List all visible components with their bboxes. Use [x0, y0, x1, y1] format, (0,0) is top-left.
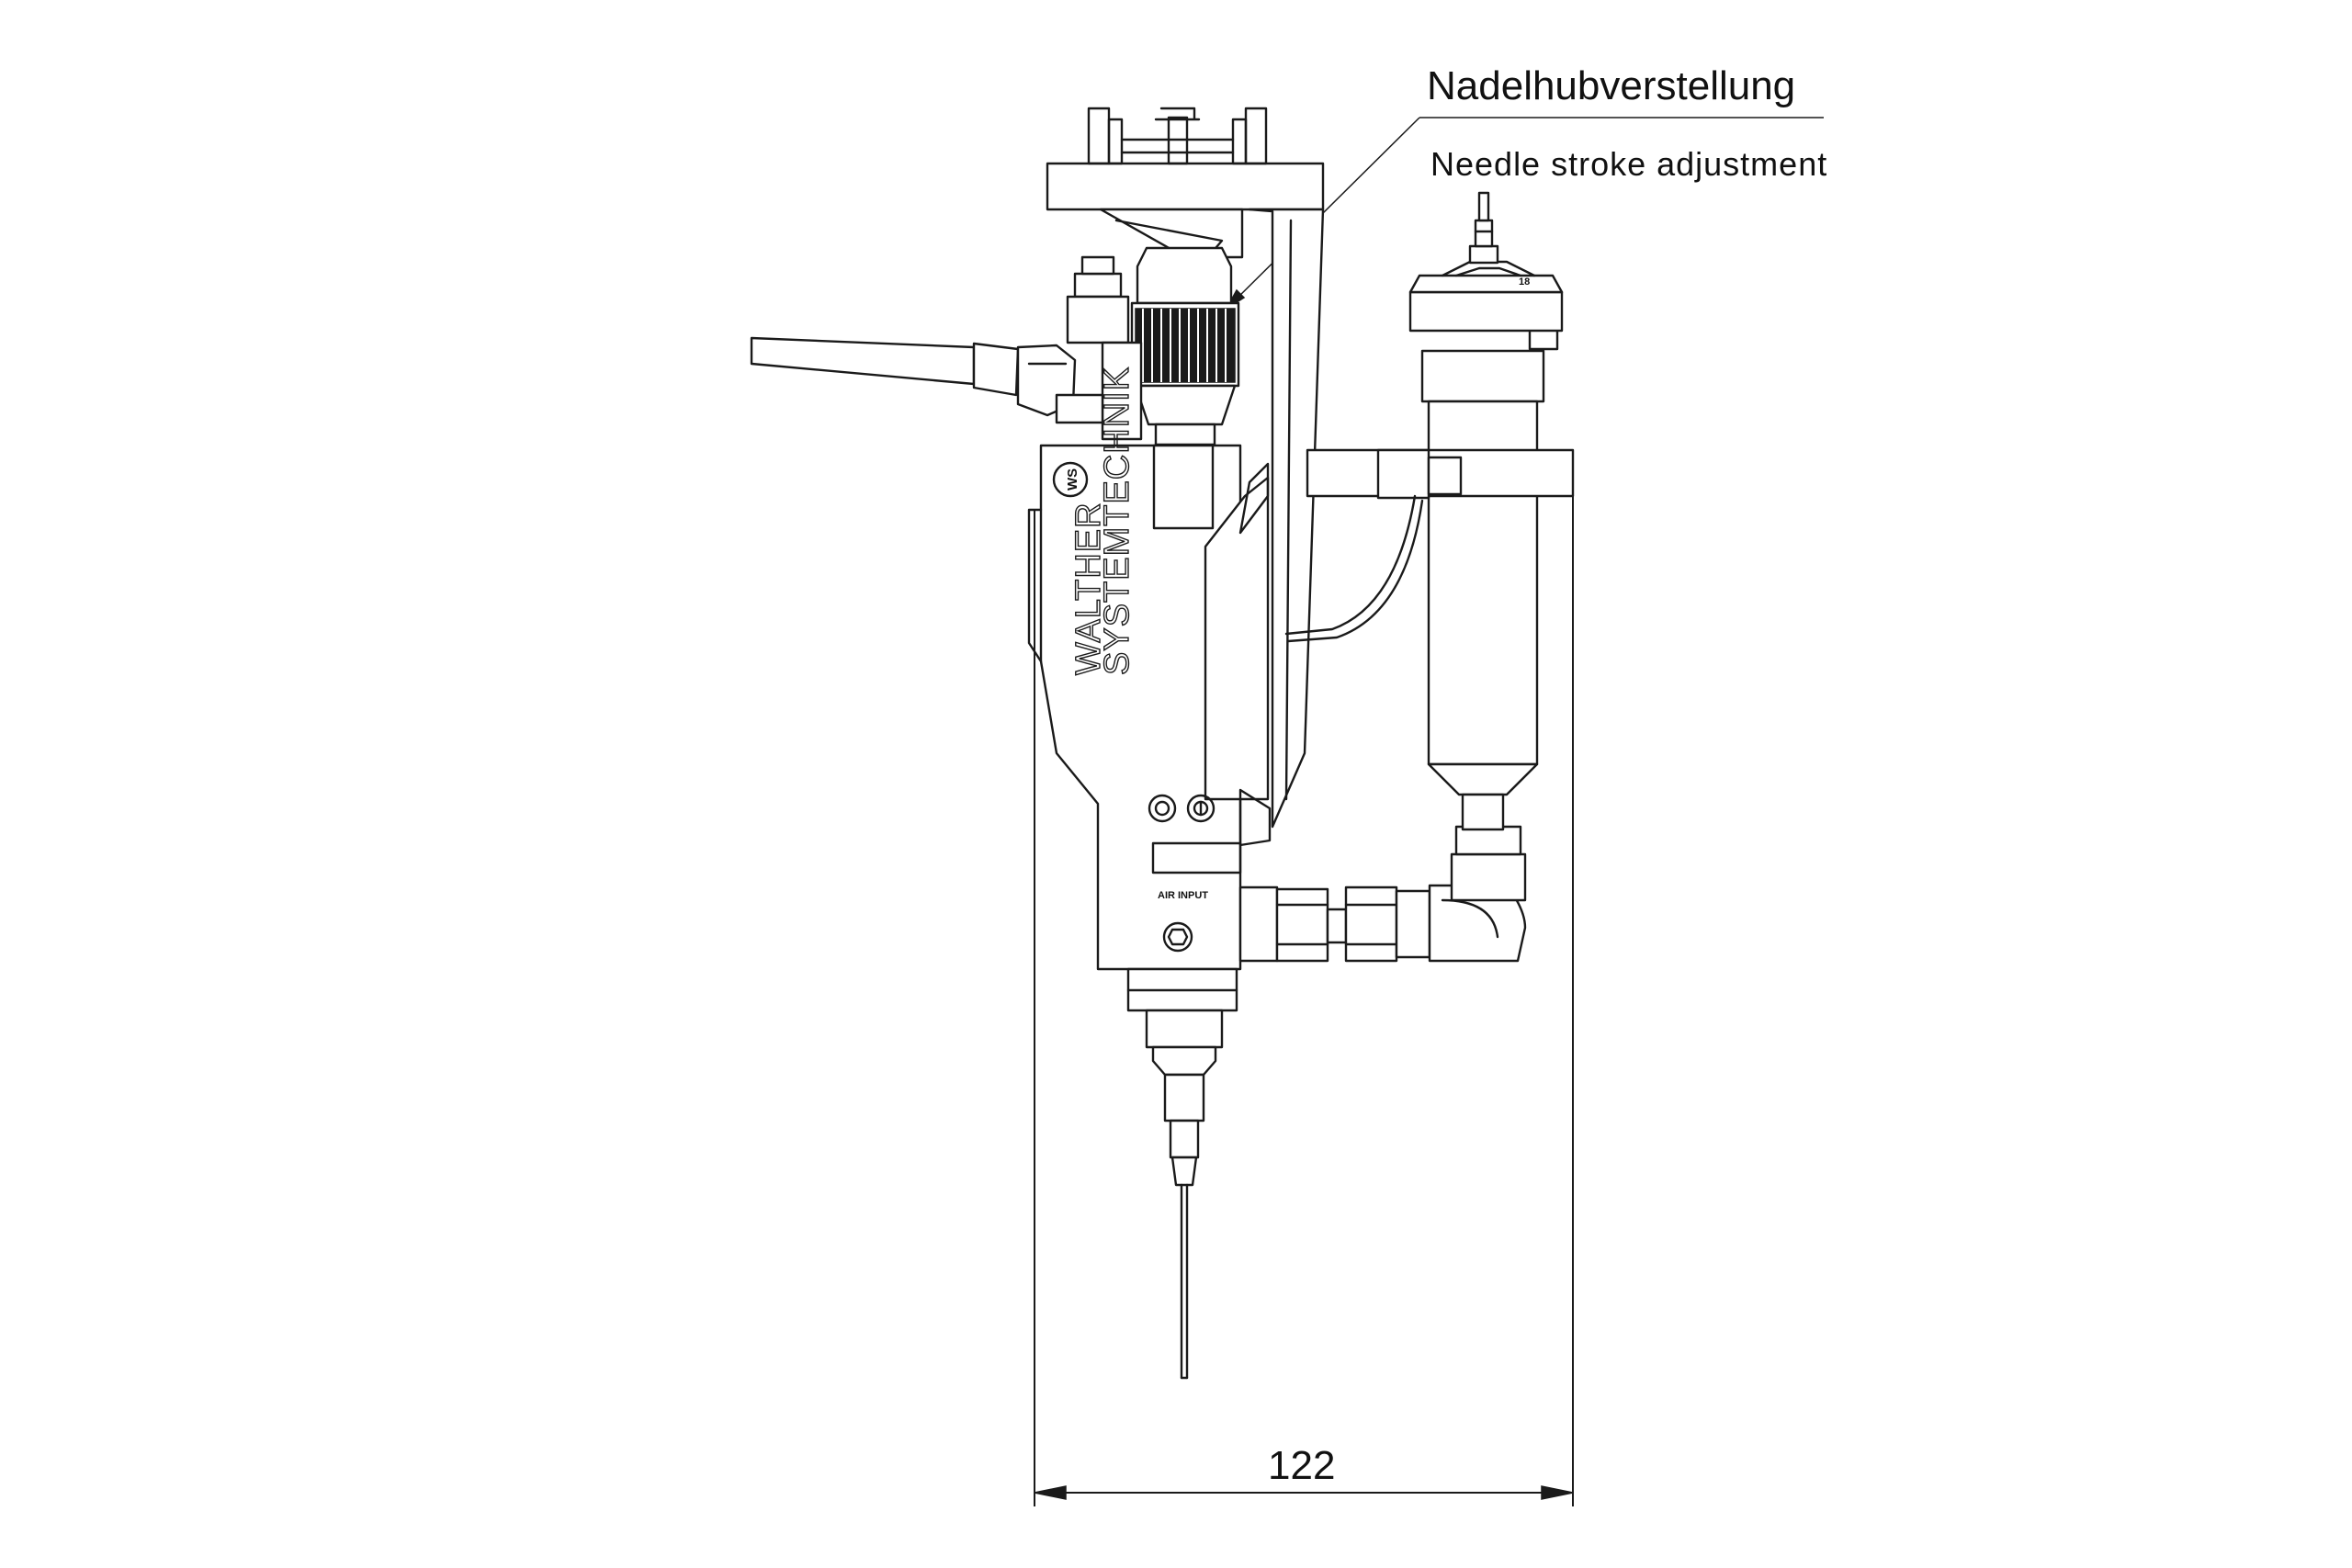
air-hose: [750, 336, 1104, 424]
mounting-bracket: [1284, 448, 1575, 643]
width-dimension: 122: [1034, 496, 1574, 1506]
ws-logo: WS: [1065, 468, 1080, 491]
brand-marking: WS WALTHER SYSTEMTECHNIK: [1052, 366, 1137, 676]
stroke-adjustment-knob: [1130, 246, 1240, 446]
hex-nut-top: [1066, 255, 1143, 441]
callout-subtitle: Needle stroke adjustment: [1430, 145, 1827, 183]
fluid-fittings: [1238, 825, 1527, 963]
brand-line1: WALTHER: [1069, 502, 1108, 675]
nozzle-assembly: [1126, 967, 1238, 1380]
callout-title: Nadelhubverstellung: [1427, 63, 1795, 108]
dimension-arrow-right: [1541, 1485, 1574, 1500]
valve-body: AIR INPUT: [1027, 444, 1272, 971]
knurl-pattern: [1135, 308, 1236, 383]
callout: Nadelhubverstellung Needle stroke adjust…: [1226, 63, 1827, 310]
air-input-label: AIR INPUT: [1158, 890, 1208, 901]
dimension-value: 122: [1268, 1443, 1335, 1488]
cap-mark: 18: [1519, 276, 1530, 288]
ws-logo-circle: [1052, 461, 1089, 498]
dimension-arrow-left: [1034, 1485, 1067, 1500]
brand-line2: SYSTEMTECHNIK: [1098, 367, 1136, 675]
cartridge-reservoir: 18: [1408, 191, 1564, 831]
top-mount-plate: [1046, 107, 1325, 211]
